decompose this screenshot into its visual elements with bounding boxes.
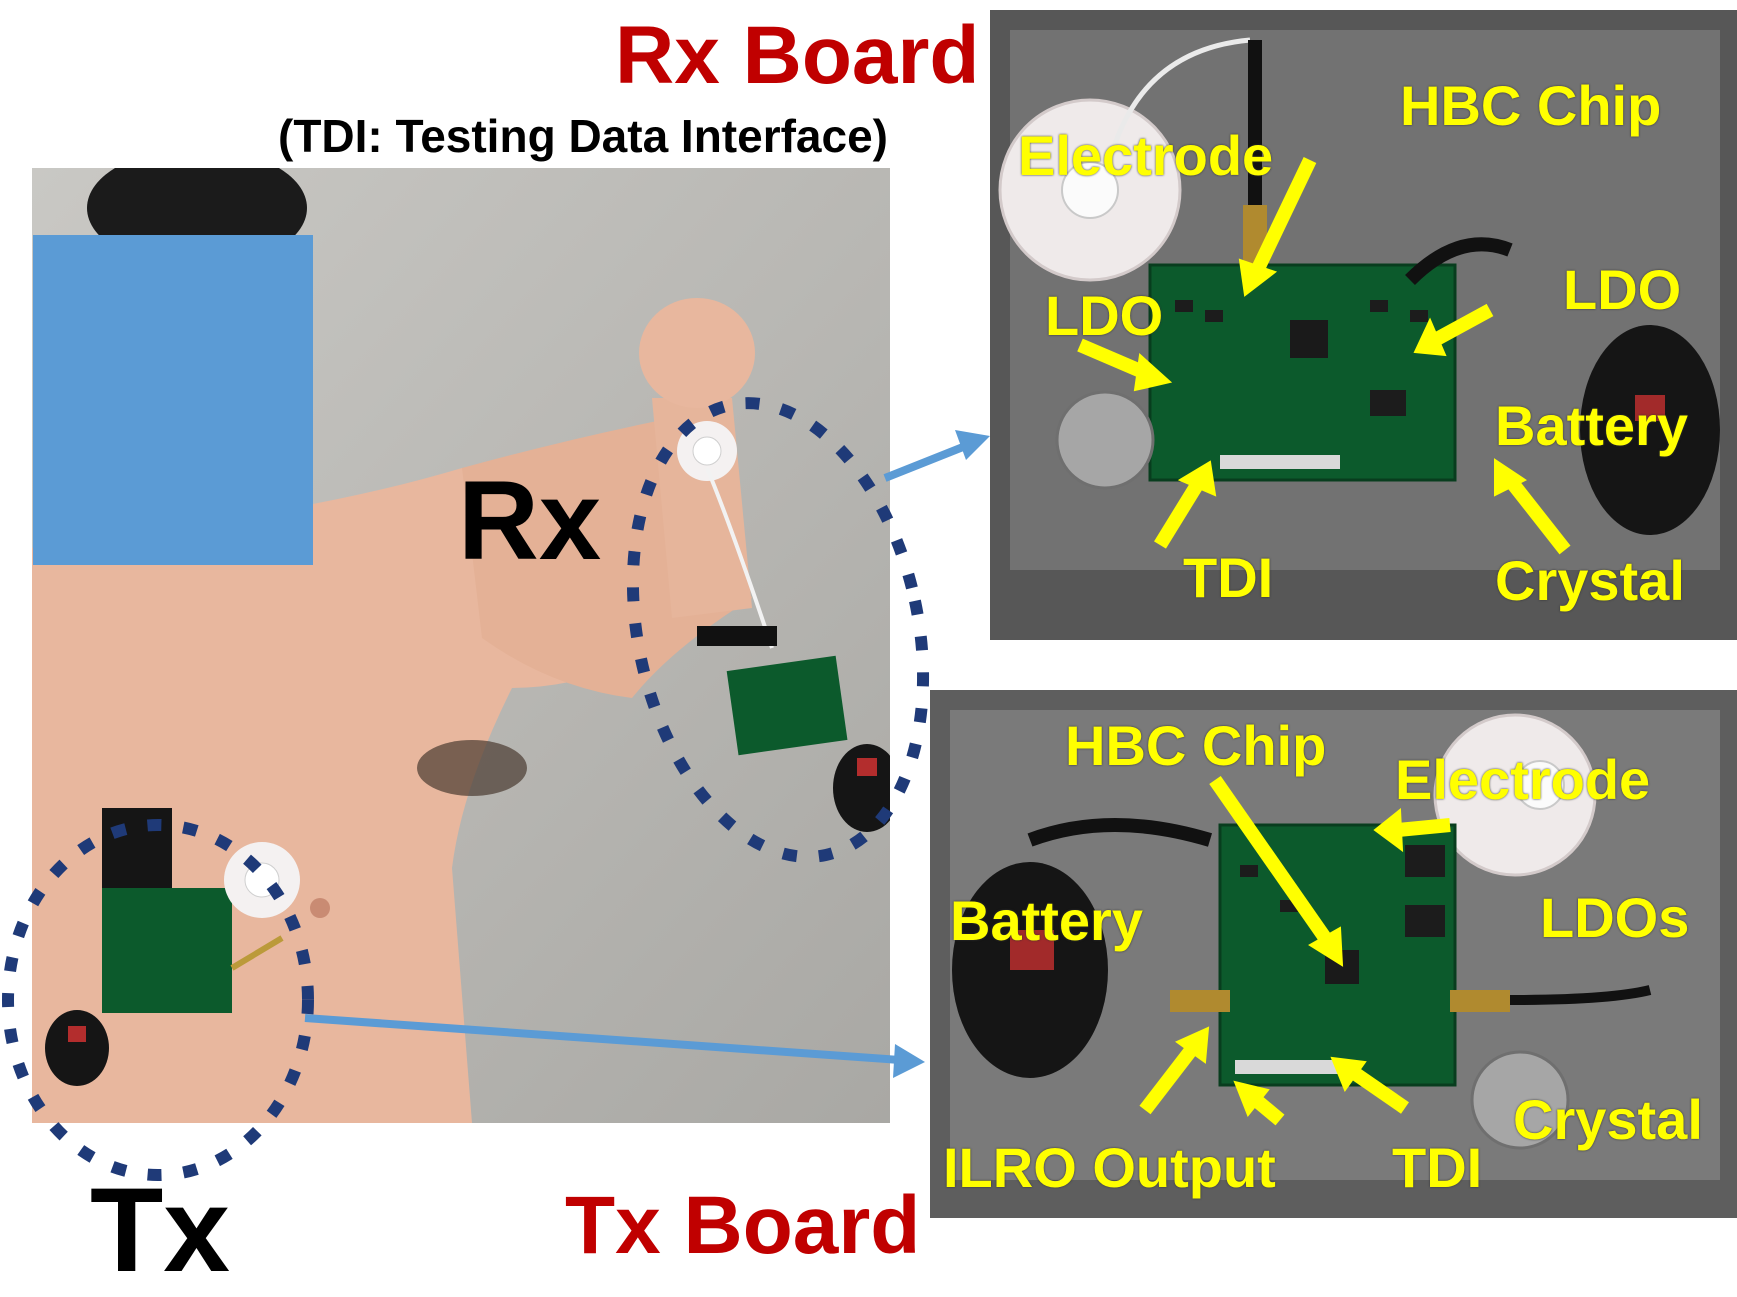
face-mask [33, 235, 313, 565]
rx-crystal-label: Crystal [1495, 549, 1685, 612]
rx-board-illustration [990, 10, 1737, 640]
tx-electrode-label: Electrode [1395, 748, 1651, 811]
rx-hbc-chip-label: HBC Chip [1400, 74, 1662, 137]
tx-hbc-chip-label: HBC Chip [1065, 714, 1327, 777]
rx-ldo-left-label: LDO [1045, 284, 1164, 347]
person-photo [32, 168, 890, 1123]
rx-label: Rx [458, 458, 602, 583]
tx-ldos-label: LDOs [1540, 886, 1690, 949]
tx-ilro-output-label: ILRO Output [943, 1136, 1276, 1199]
tx-label: Tx [90, 1163, 231, 1297]
tx-dotted-ring [2, 819, 314, 1181]
rx-connector-arrow [883, 430, 990, 482]
rx-board-title: Rx Board [615, 10, 980, 101]
rx-ldo-right-label: LDO [1563, 258, 1682, 321]
tx-board-photo [930, 690, 1737, 1218]
rx-tdi-label: TDI [1183, 546, 1274, 609]
tx-crystal-label: Crystal [1513, 1088, 1703, 1151]
tx-board-illustration [930, 690, 1737, 1218]
tx-battery-label: Battery [950, 889, 1143, 952]
rx-board-subtitle: (TDI: Testing Data Interface) [278, 110, 888, 162]
tx-board-title: Tx Board [565, 1180, 921, 1271]
rx-electrode-label: Electrode [1018, 124, 1274, 187]
rx-battery-label: Battery [1495, 394, 1688, 457]
tx-connector-arrow [304, 1014, 925, 1078]
rx-board-photo [990, 10, 1737, 640]
tx-tdi-label: TDI [1392, 1136, 1483, 1199]
rx-dotted-ring [626, 397, 930, 863]
